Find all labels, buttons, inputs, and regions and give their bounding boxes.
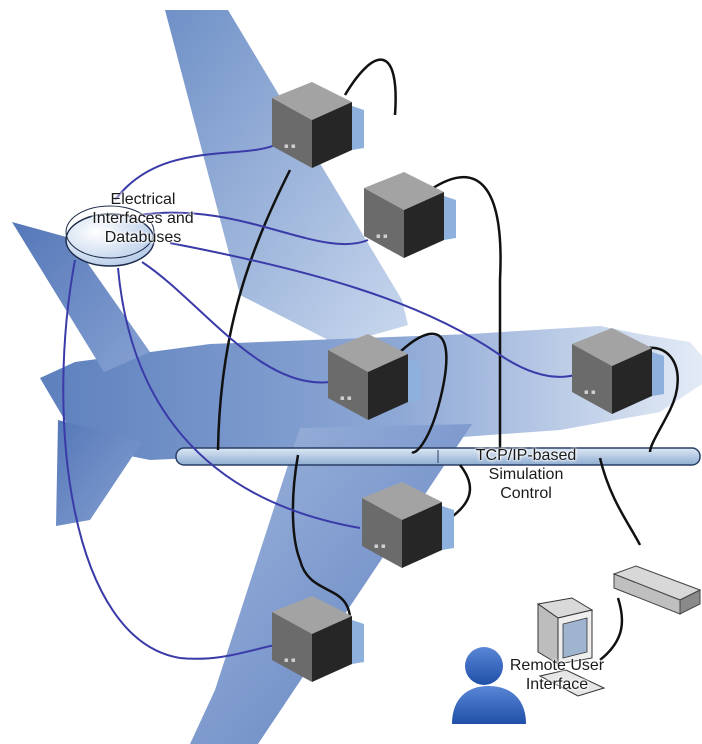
workstation-monitor-icon xyxy=(536,597,606,697)
network-bus xyxy=(175,447,701,466)
network-cables xyxy=(216,58,679,661)
network-switch-icon xyxy=(612,565,702,615)
tail-upper xyxy=(12,222,150,372)
lower-wing xyxy=(190,424,472,744)
databus-cables xyxy=(62,144,576,660)
simulation-control-label: TCP/IP-based Simulation Control xyxy=(475,447,577,502)
computer-node-icon xyxy=(364,172,456,258)
database-icon xyxy=(65,205,155,267)
remote-user-interface-label: Remote User Interface xyxy=(509,657,605,693)
user-icon xyxy=(452,647,526,724)
databuses-label: Electrical Interfaces and Databuses xyxy=(92,191,194,246)
tail-lower xyxy=(56,420,142,526)
